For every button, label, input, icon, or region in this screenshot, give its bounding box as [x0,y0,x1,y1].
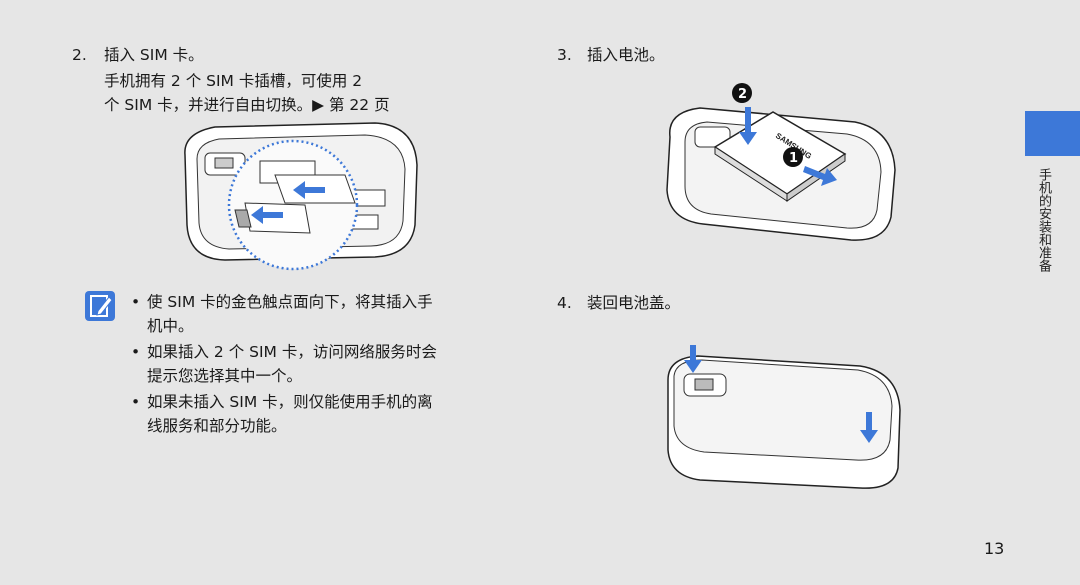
step2-description-line1: 手机拥有 2 个 SIM 卡插槽，可使用 2 [104,72,363,90]
svg-text:1: 1 [789,151,798,166]
note-2-line2: 提示您选择其中一个。 [147,367,303,385]
note-bullet: • [131,293,141,311]
note-1-line2: 机中。 [147,317,194,335]
pencil-note-icon [85,291,115,321]
svg-text:2: 2 [738,87,747,102]
section-label: 手机的安装和准备 [1036,168,1051,272]
step4-number: 4. [557,294,572,312]
battery-insert-illustration: SAMSUNG 2 1 [666,83,896,241]
step2-title: 插入 SIM 卡。 [104,46,204,64]
step3-title: 插入电池。 [587,46,665,64]
sim-insert-illustration [184,122,418,271]
note-2-line1: 如果插入 2 个 SIM 卡，访问网络服务时会 [147,343,437,361]
page-number: 13 [984,539,1005,558]
note-bullet: • [131,393,141,411]
step2-description-line2: 个 SIM 卡，并进行自由切换。▶ 第 22 页 [104,96,390,114]
note-3-line1: 如果未插入 SIM 卡，则仅能使用手机的离 [147,393,433,411]
step2-number: 2. [72,46,87,64]
section-tab [1025,111,1080,156]
step3-number: 3. [557,46,572,64]
cover-replace-illustration [667,345,901,489]
note-bullet: • [131,343,141,361]
note-1-line1: 使 SIM 卡的金色触点面向下，将其插入手 [147,293,433,311]
step4-title: 装回电池盖。 [587,294,681,312]
note-3-line2: 线服务和部分功能。 [147,417,287,435]
